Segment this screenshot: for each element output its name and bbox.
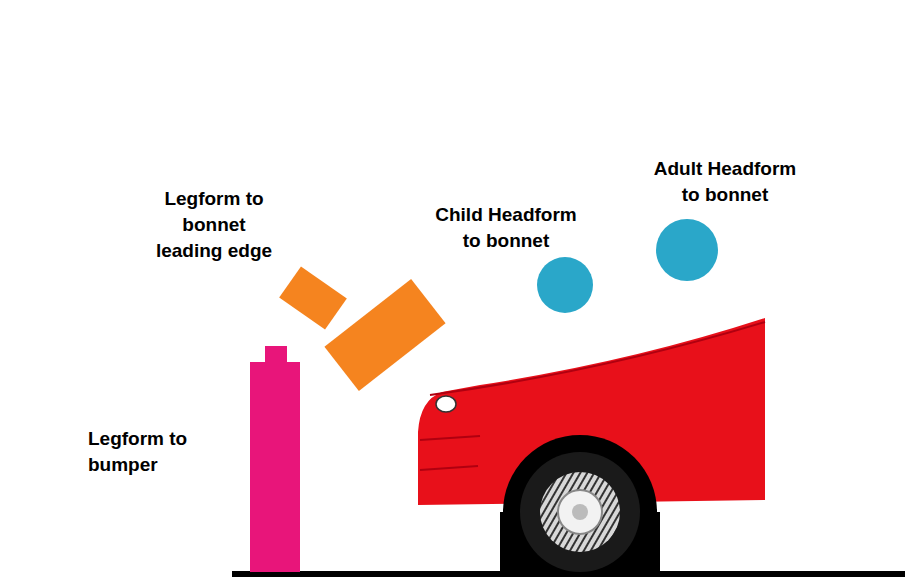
child-headform-label: Child Headform to bonnet (428, 202, 584, 254)
legform-bumper-label: Legform to bumper (88, 426, 188, 478)
adult-headform-label: Adult Headform to bonnet (645, 156, 805, 208)
upper-legform-impactor (279, 266, 445, 391)
car (418, 318, 765, 577)
adult-headform (656, 219, 718, 281)
child-headform (537, 257, 593, 313)
legform-bonnet-label: Legform to bonnet leading edge (150, 186, 278, 264)
legform-cap (265, 346, 287, 364)
legform-impactor (250, 362, 300, 572)
